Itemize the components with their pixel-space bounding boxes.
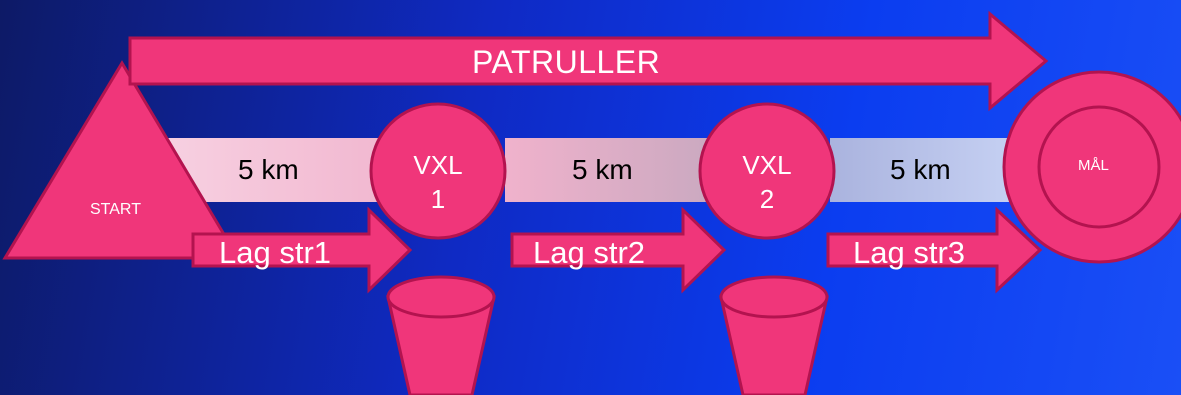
exchange-1-line1: VXL xyxy=(413,150,463,180)
leg-arrow-1 xyxy=(191,206,413,294)
start-label: START xyxy=(90,201,141,218)
leg-label-2: Lag str2 xyxy=(533,235,646,270)
start-triangle xyxy=(2,60,241,260)
exchange-1-line2: 1 xyxy=(430,184,446,214)
segment-distance-2: 5 km xyxy=(572,154,633,185)
patruller-label: PATRULLER xyxy=(472,44,661,80)
patruller-arrow xyxy=(128,10,1049,112)
exchange-2-line1: VXL xyxy=(742,150,792,180)
segment-bar-3 xyxy=(830,138,1025,202)
leg-arrow-2 xyxy=(510,206,727,294)
segment-bar-2 xyxy=(505,138,730,202)
segment-distance-3: 5 km xyxy=(890,154,951,185)
exchange-circle-1 xyxy=(369,102,507,240)
leg-arrow-3 xyxy=(826,206,1043,294)
segment-distance-1: 5 km xyxy=(238,154,299,185)
exchange-circle-2 xyxy=(698,102,836,240)
cup-2 xyxy=(719,275,829,395)
finish-label: MÅL xyxy=(1078,157,1109,174)
segment-bar-1 xyxy=(165,138,400,202)
exchange-2-line2: 2 xyxy=(759,184,775,214)
leg-label-1: Lag str1 xyxy=(219,235,332,270)
cup-1 xyxy=(386,275,496,395)
finish-inner-circle xyxy=(1037,105,1161,229)
leg-label-3: Lag str3 xyxy=(853,235,966,270)
